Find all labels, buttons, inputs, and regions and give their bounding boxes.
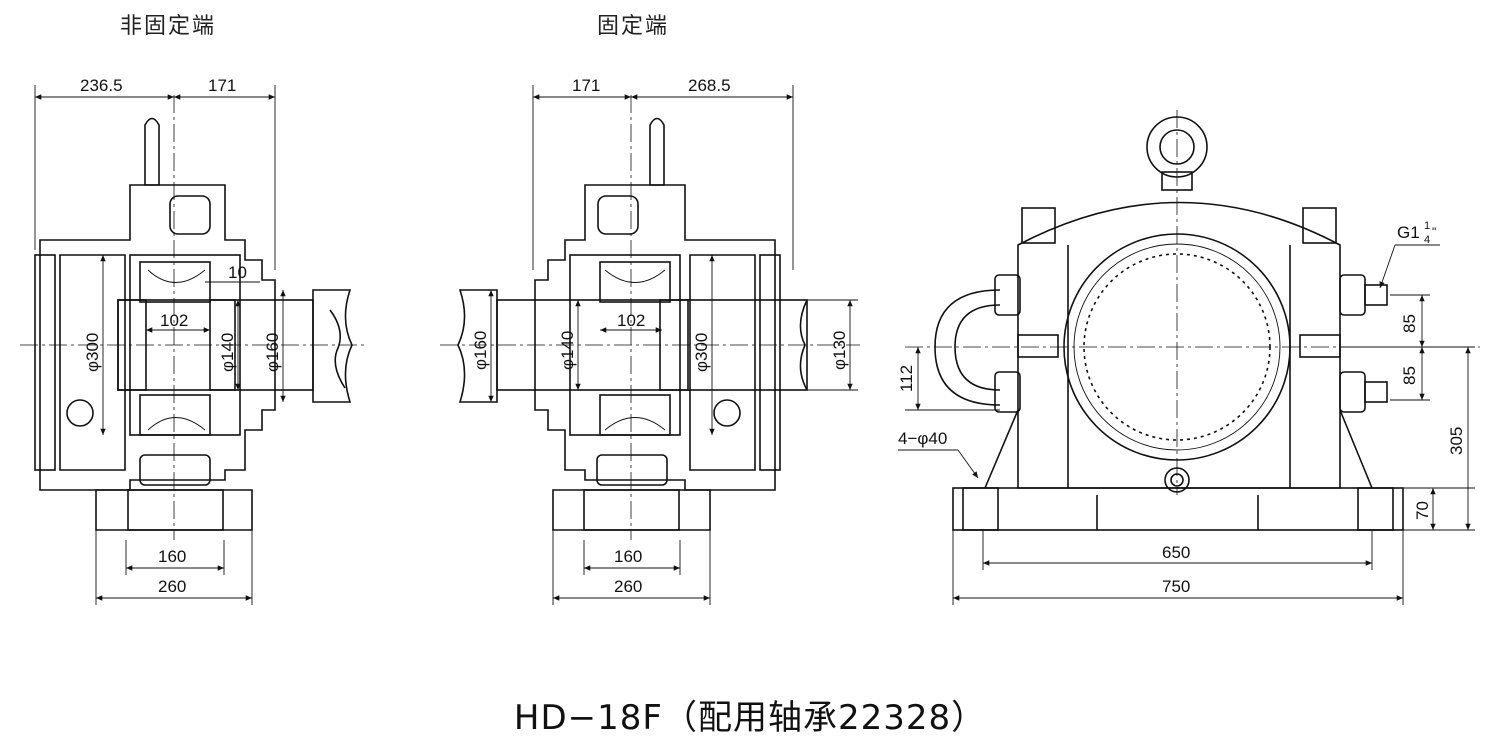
dim-g1-inch-mark: " xyxy=(1432,225,1436,239)
dim-260: 260 xyxy=(158,577,186,596)
non-fixed-end-title: 非固定端 xyxy=(120,14,217,39)
right-view xyxy=(898,110,1480,605)
left-view xyxy=(20,85,365,605)
dim-268-5: 268.5 xyxy=(688,76,731,95)
dim-70: 70 xyxy=(1413,501,1432,520)
dim-phi160: φ160 xyxy=(263,333,282,372)
dim-750: 750 xyxy=(1162,577,1190,596)
dim-10: 10 xyxy=(228,263,247,282)
dim-260: 260 xyxy=(614,577,642,596)
middle-view xyxy=(440,85,860,605)
dim-85-upper: 85 xyxy=(1400,314,1419,333)
dim-650: 650 xyxy=(1162,543,1190,562)
dim-171: 171 xyxy=(208,76,236,95)
dim-102: 102 xyxy=(617,311,645,330)
dim-phi300: φ300 xyxy=(83,333,102,372)
dim-phi160: φ160 xyxy=(471,331,490,370)
dim-phi130: φ130 xyxy=(830,331,849,370)
dim-305: 305 xyxy=(1447,427,1466,455)
dim-160: 160 xyxy=(614,547,642,566)
dim-236-5: 236.5 xyxy=(80,76,123,95)
dim-171: 171 xyxy=(572,76,600,95)
dim-phi300: φ300 xyxy=(692,333,711,372)
dim-phi140: φ140 xyxy=(558,331,577,370)
dim-102: 102 xyxy=(160,311,188,330)
dim-g1-thread: G1 xyxy=(1397,223,1420,242)
dim-phi140: φ140 xyxy=(218,333,237,372)
left-view-dimension-labels: 236.5 171 10 102 φ300 φ140 φ160 160 260 xyxy=(80,76,282,596)
right-view-dimension-labels: G1 1 4 " 85 85 112 4−φ40 305 70 650 750 xyxy=(897,220,1466,596)
dim-112: 112 xyxy=(897,365,916,392)
dim-85-lower: 85 xyxy=(1400,366,1419,385)
drawing-caption: HD−18F（配用轴承22328） xyxy=(513,698,987,738)
dim-160: 160 xyxy=(158,547,186,566)
dim-g1-fraction-numerator: 1 xyxy=(1424,220,1430,232)
fixed-end-title: 固定端 xyxy=(597,14,670,39)
dim-g1-fraction-denominator: 4 xyxy=(1424,234,1430,246)
dim-4-phi40: 4−φ40 xyxy=(898,429,947,448)
middle-view-dimension-labels: 171 268.5 φ160 φ140 102 φ300 φ130 160 26… xyxy=(471,76,849,596)
